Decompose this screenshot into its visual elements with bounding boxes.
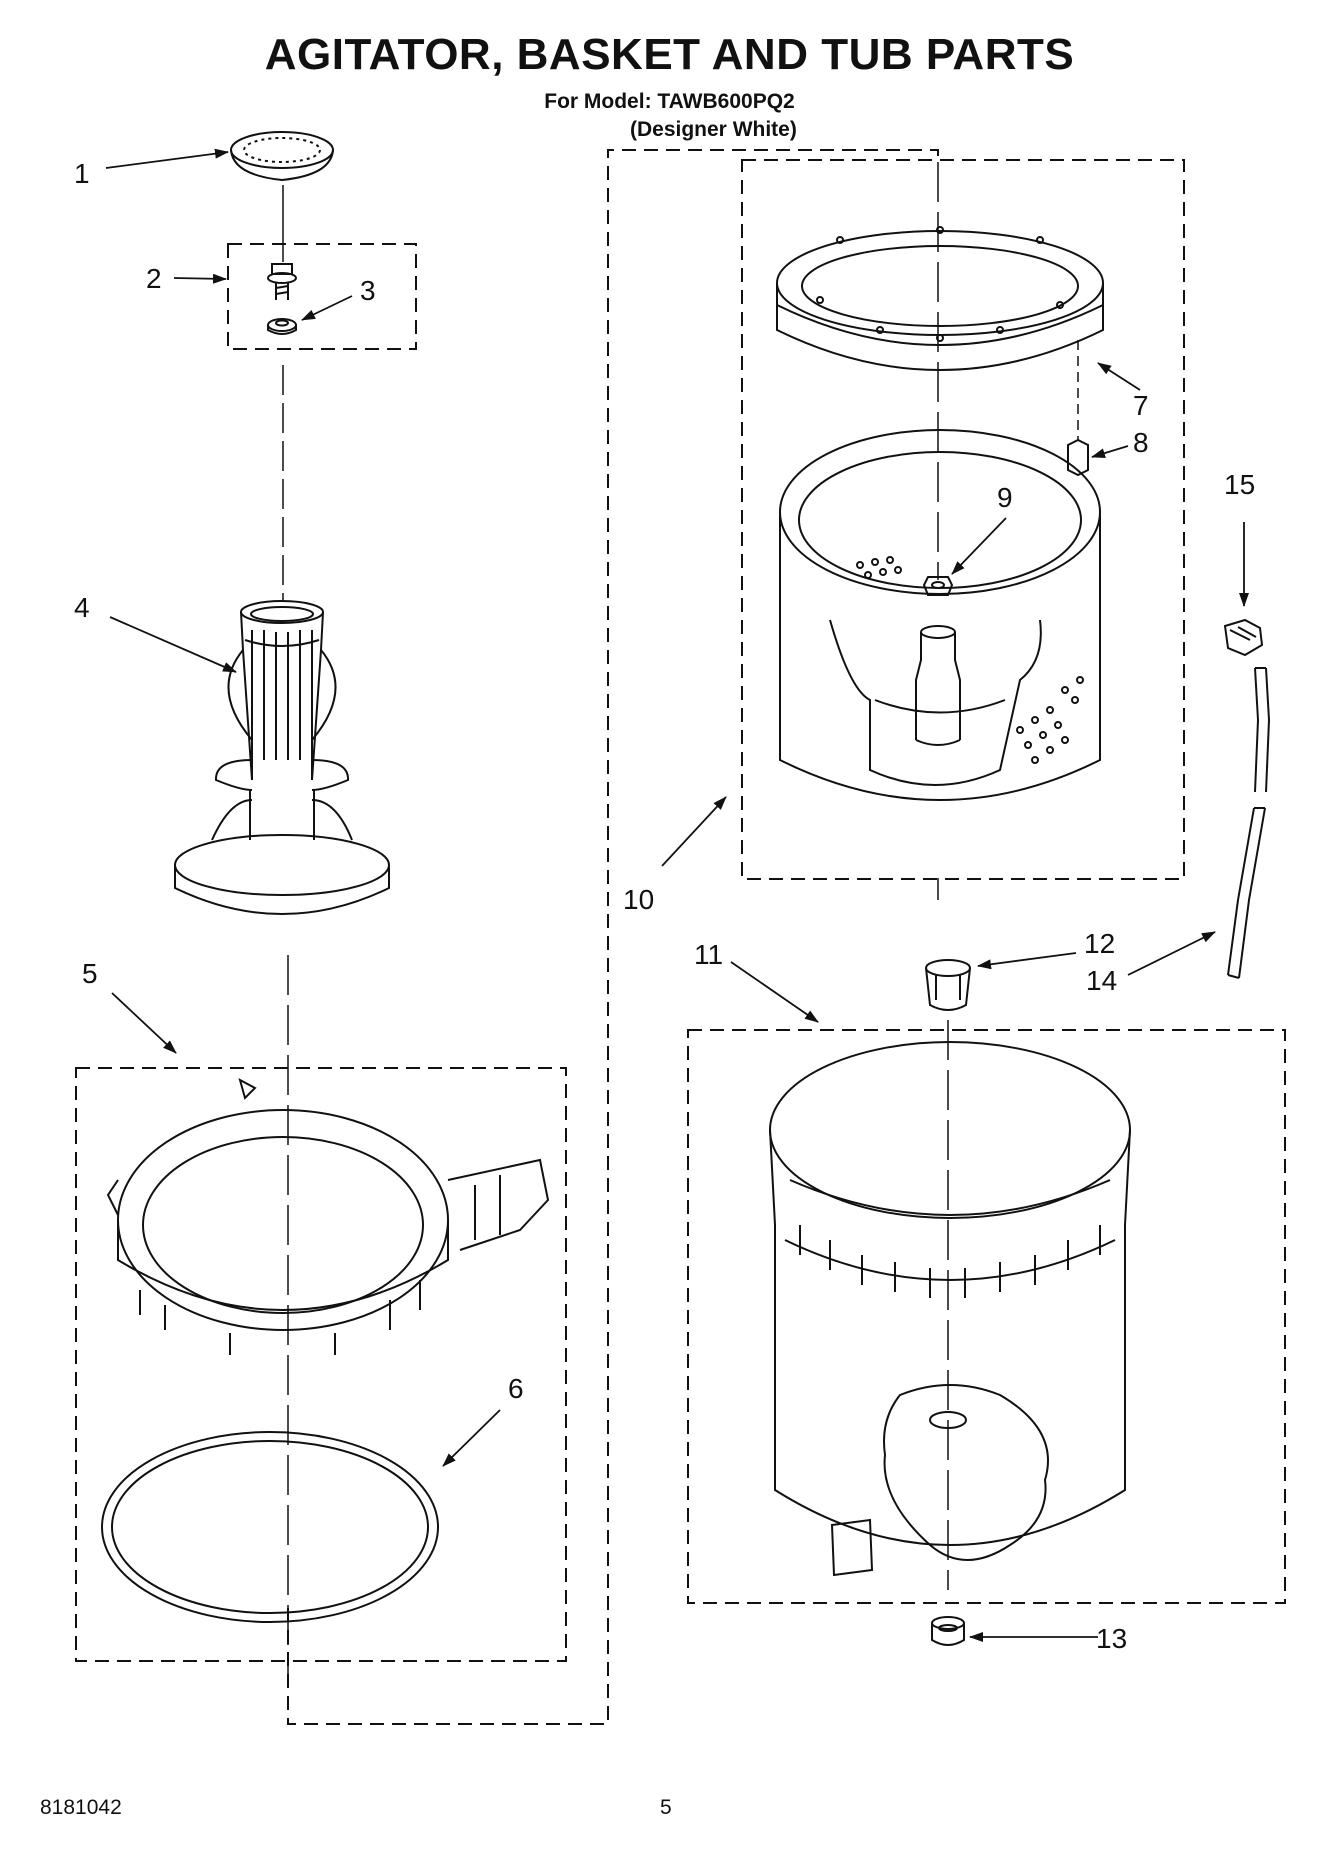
callout-10: 10 (623, 884, 654, 915)
basket-clip (1067, 438, 1089, 477)
hardware-group-box (227, 243, 417, 350)
callout-3: 3 (360, 275, 376, 306)
callout-12: 12 (1084, 928, 1115, 959)
tie-strap (1223, 618, 1264, 657)
agitator (174, 600, 390, 915)
tub-bushing (925, 959, 971, 1011)
callout-14: 14 (1086, 965, 1117, 996)
tub-ring (106, 1078, 550, 1355)
callout-9: 9 (997, 482, 1013, 513)
model-line: For Model: TAWB600PQ2 (544, 90, 795, 113)
basket-assembly-box (741, 159, 1185, 880)
callout-4: 4 (74, 592, 90, 623)
callout-1: 1 (74, 158, 90, 189)
document-number: 8181042 (40, 1796, 122, 1819)
wash-basket (779, 429, 1101, 801)
callout-15: 15 (1224, 469, 1255, 500)
balance-ring (776, 226, 1104, 371)
hose (1227, 667, 1271, 979)
callout-2: 2 (146, 263, 162, 294)
page-title: AGITATOR, BASKET AND TUB PARTS (264, 30, 1075, 79)
callout-leaders (105, 148, 1249, 1642)
callout-7: 7 (1133, 390, 1149, 421)
tub-ring-seal (101, 1431, 439, 1623)
color-line: (Designer White) (630, 118, 797, 141)
tub-ring-group-box (75, 1067, 567, 1662)
agitator-bolt (267, 263, 297, 300)
callout-6: 6 (508, 1373, 524, 1404)
callout-11: 11 (694, 939, 723, 970)
callout-13: 13 (1096, 1623, 1127, 1654)
page-number: 5 (660, 1796, 672, 1819)
assembly-leader-path (287, 149, 939, 1725)
bolt-washer (267, 318, 297, 335)
tub-assembly-box (687, 1029, 1286, 1604)
callout-5: 5 (82, 958, 98, 989)
callout-8: 8 (1133, 427, 1149, 458)
agitator-cap (230, 131, 334, 182)
center-axis-lines (282, 162, 1079, 1680)
callout-labels: 1 2 3 4 5 6 7 8 9 10 11 12 13 14 15 (74, 158, 1255, 1654)
tub-seal (931, 1616, 965, 1646)
outer-tub (769, 1041, 1131, 1577)
